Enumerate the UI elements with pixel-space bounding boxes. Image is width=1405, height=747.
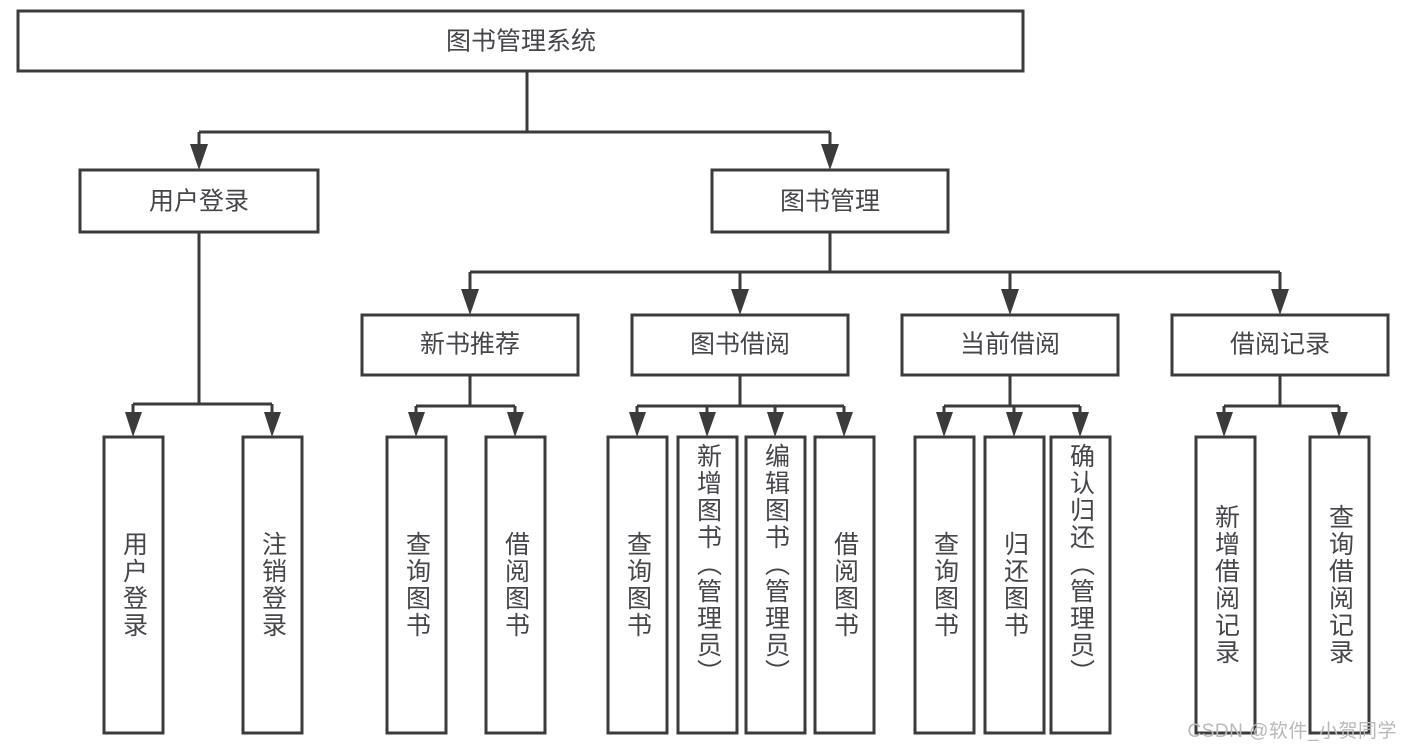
- node-label-book-borrow: 图书借阅: [690, 331, 790, 359]
- arrow-head-userlogin-leaf-2: [264, 412, 281, 437]
- connector-group-bookmgmt: [461, 232, 1289, 315]
- node-box-leaf-current-borrow-2[interactable]: [983, 435, 1046, 735]
- node-box-book-borrow[interactable]: [630, 313, 850, 377]
- connector-group-newbook: [408, 375, 524, 437]
- node-box-leaf-user-login-1[interactable]: [102, 435, 165, 735]
- node-box-leaf-new-book-2[interactable]: [484, 435, 547, 735]
- arrow-head-userlogin: [190, 144, 208, 170]
- node-box-leaf-borrow-record-1[interactable]: [1194, 435, 1257, 735]
- arrow-head-borrow-leaf-2: [699, 412, 716, 437]
- node-box-root[interactable]: [16, 9, 1025, 73]
- arrow-head-level3-1: [461, 289, 479, 315]
- arrow-head-level3-3: [1001, 289, 1019, 315]
- arrow-head-current-leaf-1: [936, 412, 953, 437]
- node-label-new-book-recommend: 新书推荐: [420, 331, 520, 359]
- arrow-head-bookmgmt: [821, 144, 839, 170]
- node-box-leaf-book-borrow-3[interactable]: [744, 435, 807, 735]
- node-box-leaf-book-borrow-4[interactable]: [813, 435, 876, 735]
- node-label-root: 图书管理系统: [446, 28, 596, 56]
- arrow-head-record-leaf-2: [1331, 412, 1348, 437]
- node-box-current-borrow[interactable]: [900, 313, 1120, 377]
- csdn-watermark: CSDN @软件_小贺同学: [1187, 721, 1397, 742]
- connector-group-current: [936, 375, 1089, 437]
- node-box-leaf-book-borrow-1[interactable]: [606, 435, 669, 735]
- arrow-head-userlogin-leaf-1: [125, 412, 142, 437]
- connector-group-record: [1216, 375, 1348, 437]
- arrow-head-current-leaf-3: [1072, 412, 1089, 437]
- node-box-leaf-current-borrow-1[interactable]: [913, 435, 976, 735]
- arrow-head-current-leaf-2: [1006, 412, 1023, 437]
- arrow-head-borrow-leaf-4: [836, 412, 853, 437]
- node-label-book-management: 图书管理: [780, 188, 880, 216]
- arrow-head-newbook-leaf-2: [507, 412, 524, 437]
- node-label-borrow-record: 借阅记录: [1230, 331, 1330, 359]
- arrow-head-borrow-leaf-1: [629, 412, 646, 437]
- arrow-head-record-leaf-1: [1216, 412, 1233, 437]
- node-box-leaf-new-book-1[interactable]: [385, 435, 448, 735]
- node-box-user-login[interactable]: [78, 168, 320, 234]
- node-box-book-management[interactable]: [710, 168, 950, 234]
- connector-group-borrow: [629, 375, 853, 437]
- connector-group-userlogin: [125, 232, 281, 437]
- arrow-head-level3-2: [731, 289, 749, 315]
- node-box-borrow-record[interactable]: [1170, 313, 1390, 377]
- node-box-new-book-recommend[interactable]: [360, 313, 580, 377]
- connector-group-root: [190, 71, 839, 170]
- node-box-leaf-borrow-record-2[interactable]: [1308, 435, 1371, 735]
- node-box-leaf-current-borrow-3[interactable]: [1049, 435, 1112, 735]
- arrow-head-borrow-leaf-3: [767, 412, 784, 437]
- node-label-user-login: 用户登录: [149, 188, 249, 216]
- arrow-head-level3-4: [1271, 289, 1289, 315]
- node-box-leaf-user-login-2[interactable]: [241, 435, 304, 735]
- node-box-leaf-book-borrow-2[interactable]: [676, 435, 739, 735]
- arrow-head-newbook-leaf-1: [408, 412, 425, 437]
- node-label-current-borrow: 当前借阅: [960, 331, 1060, 359]
